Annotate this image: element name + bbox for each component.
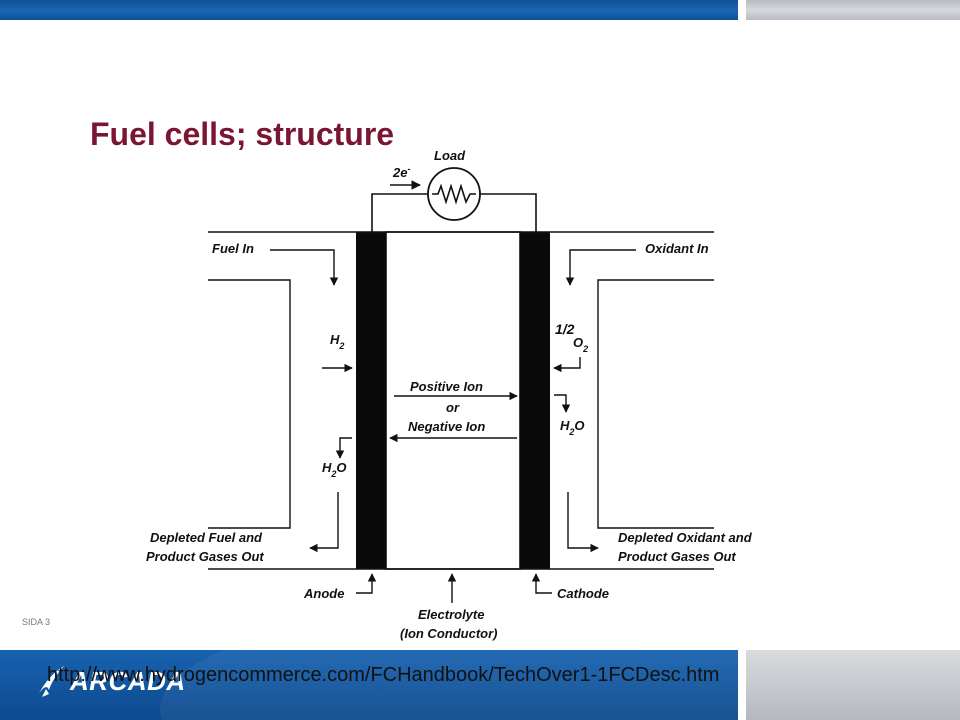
- fuel-channel-wall: [208, 279, 291, 529]
- fuel-in-label: Fuel In: [212, 241, 254, 256]
- oxidant-channel-wall: [597, 279, 714, 529]
- o2-label: O2: [573, 335, 588, 354]
- h2o-right-label: H2O: [560, 418, 585, 437]
- o2-arrow: [553, 357, 581, 373]
- arcada-logo-text: ARCADA: [70, 665, 186, 696]
- arcada-logo: ARCADA: [36, 663, 186, 699]
- cathode-pointer-arrow: [531, 573, 552, 594]
- electrolyte-label-line1: Electrolyte: [418, 607, 484, 622]
- electrolyte-label-line2: (Ion Conductor): [400, 626, 497, 641]
- cathode-electrode: [520, 232, 550, 569]
- oxidant-in-arrow: [565, 249, 636, 286]
- positive-ion-label: Positive Ion: [410, 379, 483, 394]
- negative-ion-label: Negative Ion: [408, 419, 485, 434]
- slide-title: Fuel cells; structure: [90, 116, 395, 152]
- arcada-bird-icon: [39, 666, 64, 697]
- footer-bar-gray: [746, 650, 960, 720]
- electrons-label: 2e-: [392, 164, 410, 180]
- half-label: 1/2: [555, 321, 575, 337]
- load-label: Load: [434, 148, 466, 163]
- h2-label: H2: [330, 332, 344, 351]
- h2o-left-label: H2O: [322, 460, 347, 479]
- h2o-left-arrow: [335, 437, 352, 459]
- or-label: or: [446, 400, 460, 415]
- depleted-oxidant-label-line2: Product Gases Out: [618, 549, 736, 564]
- anode-electrode: [356, 232, 386, 569]
- slide-number: SIDA 3: [22, 617, 51, 627]
- depleted-fuel-arrow: [309, 492, 339, 553]
- load-resistor-icon: [427, 167, 481, 221]
- cathode-label: Cathode: [557, 586, 609, 601]
- depleted-oxidant-label-line1: Depleted Oxidant and: [618, 530, 753, 545]
- depleted-fuel-label-line2: Product Gases Out: [146, 549, 264, 564]
- top-accent-bar-gray: [746, 0, 960, 20]
- oxidant-in-label: Oxidant In: [645, 241, 709, 256]
- top-accent-bar-blue: [0, 0, 738, 20]
- anode-label: Anode: [303, 586, 344, 601]
- anode-pointer-arrow: [356, 573, 377, 594]
- source-url-link[interactable]: http://www.hydrogencommerce.com/FCHandbo…: [47, 664, 720, 686]
- h2o-right-arrow: [554, 394, 571, 413]
- footer-bar-blue: [0, 650, 738, 720]
- fuel-in-arrow: [270, 249, 339, 286]
- circuit-wire: [371, 193, 537, 232]
- depleted-oxidant-arrow: [567, 492, 599, 553]
- depleted-fuel-label-line1: Depleted Fuel and: [150, 530, 263, 545]
